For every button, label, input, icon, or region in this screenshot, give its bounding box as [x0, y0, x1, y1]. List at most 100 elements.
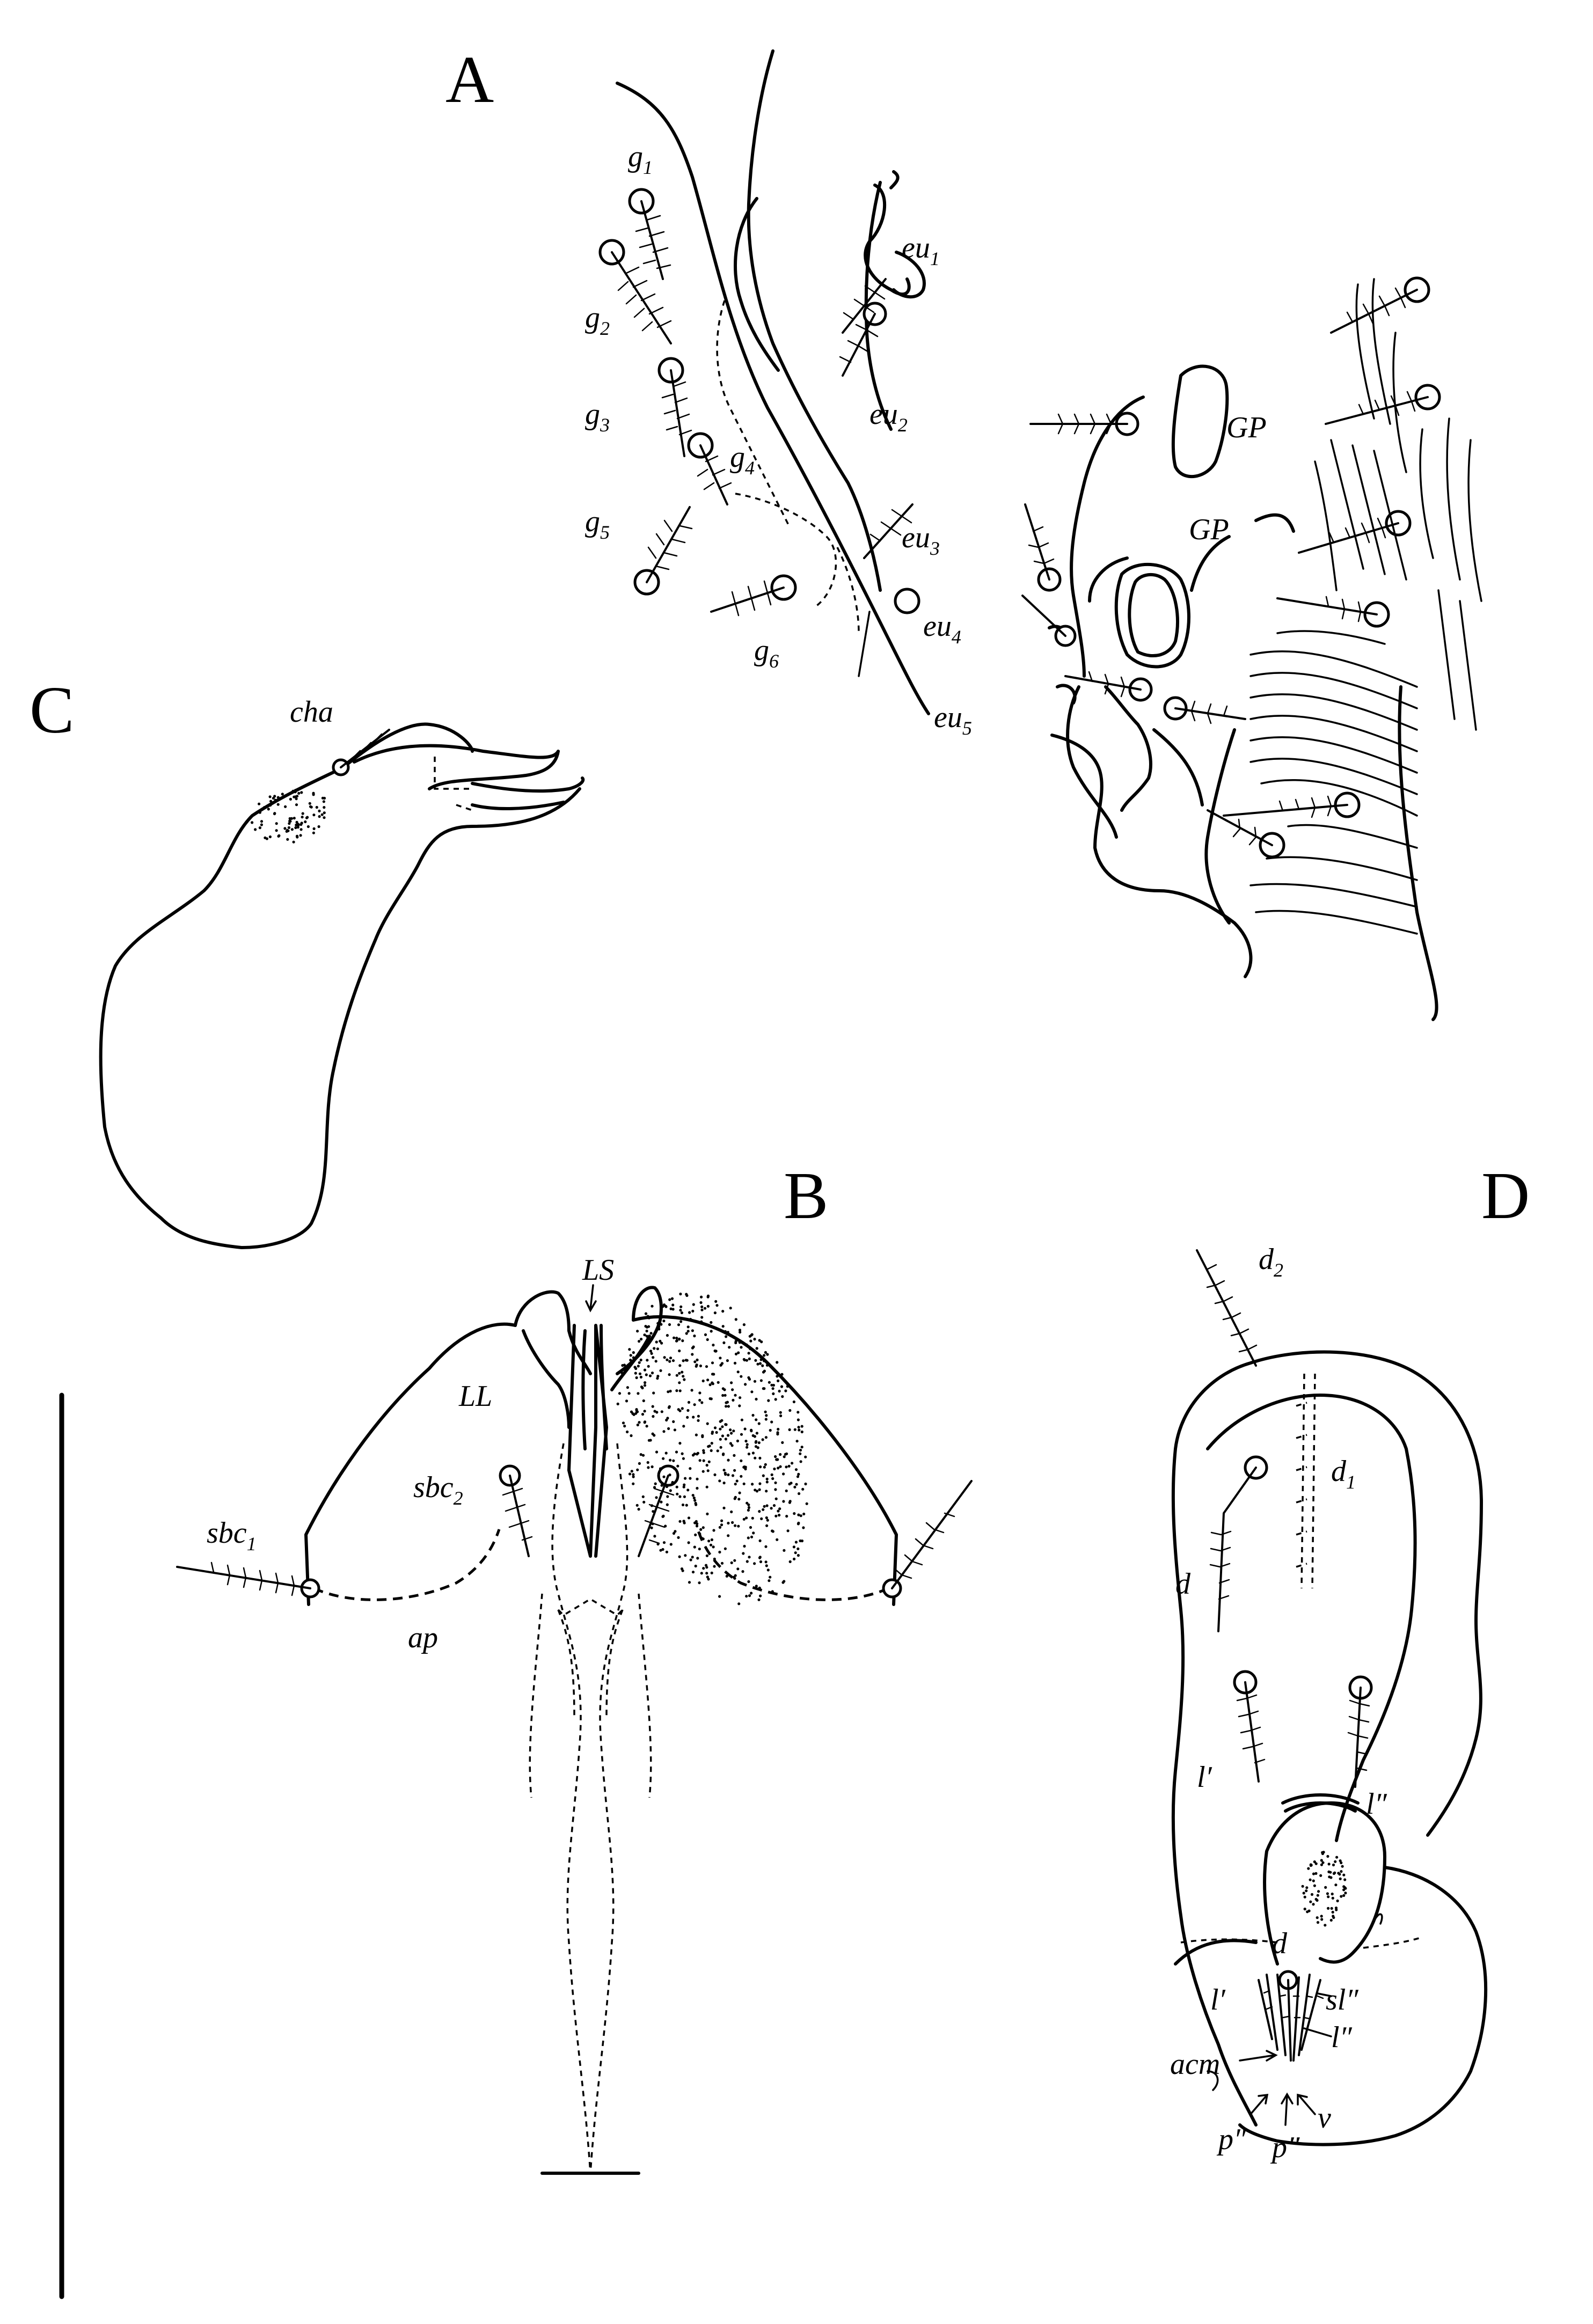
pore-dot: [260, 823, 263, 826]
pore-dot: [323, 816, 326, 819]
pore-dot: [289, 797, 293, 801]
pore-dot: [737, 1602, 741, 1605]
pore-dot: [669, 1389, 672, 1393]
seta-eu4-socket: [894, 588, 920, 614]
pore-dot: [649, 1350, 653, 1353]
pore-dot: [318, 809, 321, 812]
pore-dot: [799, 1539, 802, 1543]
pore-dot: [1317, 1890, 1320, 1893]
pore-dot: [321, 796, 325, 800]
pore-dot: [765, 1504, 769, 1507]
pore-dot: [681, 1339, 684, 1343]
pore-dot: [787, 1464, 791, 1468]
pore-dot: [656, 1322, 660, 1325]
pore-dot: [740, 1433, 743, 1436]
pore-dot: [679, 1309, 682, 1312]
pore-dot: [650, 1504, 654, 1507]
pore-dot: [794, 1468, 798, 1471]
pore-dot: [651, 1522, 654, 1526]
panel-d-label: D: [1481, 1159, 1530, 1233]
pore-dot: [800, 1446, 803, 1449]
pore-dot: [644, 1325, 647, 1328]
pore-dot: [293, 817, 296, 820]
pore-dot: [692, 1416, 695, 1419]
pore-dot: [739, 1339, 742, 1343]
pore-dot: [681, 1569, 684, 1572]
pore-dot: [727, 1458, 730, 1462]
pore-dot: [710, 1449, 713, 1452]
panel-a: A: [445, 43, 1482, 1021]
pore-dot: [1316, 1916, 1319, 1919]
pore-dot: [689, 1558, 692, 1561]
pore-dot: [785, 1515, 788, 1518]
pore-dot: [770, 1420, 773, 1424]
pore-dot: [647, 1365, 650, 1368]
pore-dot: [744, 1468, 747, 1471]
pore-dot: [701, 1434, 704, 1437]
labrum-stylets: [567, 1324, 608, 1558]
pore-dot: [750, 1333, 754, 1336]
pore-dot: [766, 1568, 770, 1572]
pore-dot: [778, 1507, 781, 1511]
pore-dot: [1329, 1918, 1333, 1922]
pore-dot: [659, 1467, 662, 1470]
pore-dot: [645, 1425, 648, 1428]
pore-dot: [681, 1452, 684, 1455]
pore-dot: [1314, 1897, 1318, 1901]
pore-dot: [695, 1433, 698, 1436]
pore-dot: [758, 1488, 761, 1491]
pore-dot: [632, 1473, 635, 1476]
pore-dot: [629, 1354, 632, 1357]
pore-dot: [758, 1510, 761, 1513]
pore-dot: [283, 827, 287, 830]
pore-dot: [732, 1575, 735, 1579]
pore-dot: [712, 1344, 715, 1347]
pore-dot: [700, 1305, 704, 1308]
pore-dot: [760, 1517, 763, 1520]
pore-dot: [777, 1467, 780, 1470]
pore-dot: [268, 835, 272, 839]
pore-dot: [645, 1339, 648, 1343]
pore-dot: [721, 1325, 725, 1328]
pore-dot: [294, 789, 297, 792]
pore-dot: [702, 1449, 705, 1452]
pore-dot: [666, 1358, 669, 1361]
pore-dot: [1338, 1873, 1341, 1876]
pore-dot: [771, 1529, 774, 1533]
pore-dot: [693, 1360, 697, 1363]
pore-dot: [797, 1411, 800, 1414]
pore-dot: [702, 1451, 705, 1454]
pore-dot: [755, 1397, 758, 1401]
pore-dot: [655, 1496, 658, 1499]
pore-dot: [742, 1482, 746, 1485]
pore-dot: [643, 1384, 647, 1387]
pore-dot: [768, 1381, 771, 1384]
pore-dot: [678, 1338, 681, 1341]
pore-dot: [746, 1560, 749, 1563]
gp-lower-plate-inner: [1128, 573, 1179, 658]
pore-dot: [309, 805, 312, 808]
pore-dot: [668, 1323, 671, 1326]
seta-g2: [611, 251, 672, 344]
pore-dot: [682, 1457, 685, 1460]
pore-dot: [679, 1305, 683, 1308]
pore-dot: [758, 1539, 762, 1542]
pore-dot: [635, 1409, 638, 1412]
pore-dot: [647, 1325, 651, 1328]
pore-dot: [753, 1380, 757, 1383]
pore-dot: [623, 1363, 626, 1367]
pore-dot: [633, 1366, 637, 1369]
pore-dot: [797, 1472, 800, 1476]
pore-dot: [652, 1356, 655, 1359]
panel-a-body-outline: [616, 82, 930, 715]
pore-dot: [672, 1420, 675, 1423]
pore-dot: [656, 1543, 660, 1546]
pore-dot: [788, 1560, 792, 1563]
pore-dot: [726, 1401, 729, 1404]
pore-dot: [677, 1536, 680, 1539]
pore-dot: [682, 1425, 685, 1428]
pore-dot: [774, 1488, 777, 1491]
pore-dot: [732, 1398, 735, 1402]
pore-dot: [718, 1550, 721, 1554]
pore-dot: [724, 1394, 727, 1397]
